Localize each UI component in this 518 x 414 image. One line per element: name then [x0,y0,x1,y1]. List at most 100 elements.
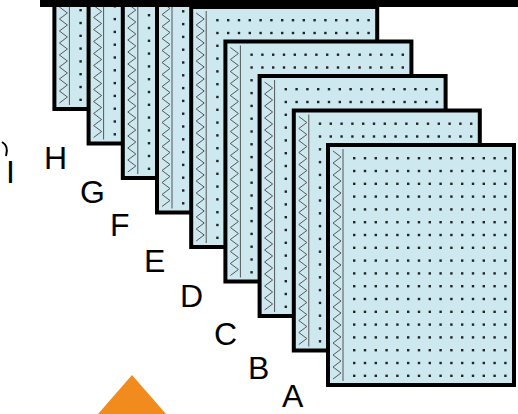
dot [326,66,328,68]
sheet [328,145,514,385]
dot [216,185,218,187]
zigzag-edge [94,0,102,138]
dot [375,272,377,274]
dot [216,45,218,47]
dot [285,229,287,231]
dot [295,88,297,90]
dot [429,272,431,274]
dot [79,9,81,11]
dot [407,234,409,236]
dot [461,157,463,159]
dot [148,40,150,42]
dot [319,340,321,342]
dot [373,123,375,125]
dot [418,221,420,223]
zigzag-edge [299,117,307,345]
dot [285,242,287,244]
dot [227,32,229,34]
dot [182,36,184,38]
dot [375,170,377,172]
dot [335,19,337,21]
dot [380,66,382,68]
dot [285,306,287,308]
dot [429,208,431,210]
dot [360,101,362,103]
dot [285,126,287,128]
dot [470,135,472,137]
dot [348,54,350,56]
dot [384,135,386,137]
dot [504,259,506,261]
dot [429,195,431,197]
dot [483,183,485,185]
zigzag-edge [162,0,170,207]
dot [306,101,308,103]
dot [461,247,463,249]
dot [250,130,252,132]
dot [285,101,287,103]
zigzag-edge [230,48,238,276]
binding-line [308,115,309,347]
dot [436,88,438,90]
dot [385,170,387,172]
dot [472,157,474,159]
dot [364,157,366,159]
dot [353,247,355,249]
dot [470,123,472,125]
dot [385,183,387,185]
dot [148,142,150,144]
dot [281,19,283,21]
dot [250,207,252,209]
dot [357,32,359,34]
dot [483,195,485,197]
dot [216,70,218,72]
dot [461,170,463,172]
dot [493,208,495,210]
dot [418,247,420,249]
dot [385,157,387,159]
dot [362,135,364,137]
dot [425,88,427,90]
dot [493,247,495,249]
dot [349,101,351,103]
dot [285,178,287,180]
dot [504,195,506,197]
dot [385,195,387,197]
dot [407,247,409,249]
dot [182,61,184,63]
dot [148,116,150,118]
dot [418,157,420,159]
dot [328,101,330,103]
dot [148,168,150,170]
binding-line [137,0,138,174]
dot [182,189,184,191]
dot [353,272,355,274]
dot [427,135,429,137]
dot [339,101,341,103]
binding-line [103,0,104,140]
dot [216,173,218,175]
binding-line [274,80,275,312]
dot [429,183,431,185]
dot [337,54,339,56]
dot [319,276,321,278]
dot [283,66,285,68]
dot [148,91,150,93]
dot [448,123,450,125]
dot [394,123,396,125]
dot [216,147,218,149]
dot [373,135,375,137]
dot [358,54,360,56]
dot [114,82,116,84]
dot [405,135,407,137]
dot [353,234,355,236]
dot [250,118,252,120]
dot [182,49,184,51]
dot [285,114,287,116]
dot [429,170,431,172]
binding-line [343,149,344,381]
dot [182,23,184,25]
dot [79,73,81,75]
dot [339,88,341,90]
